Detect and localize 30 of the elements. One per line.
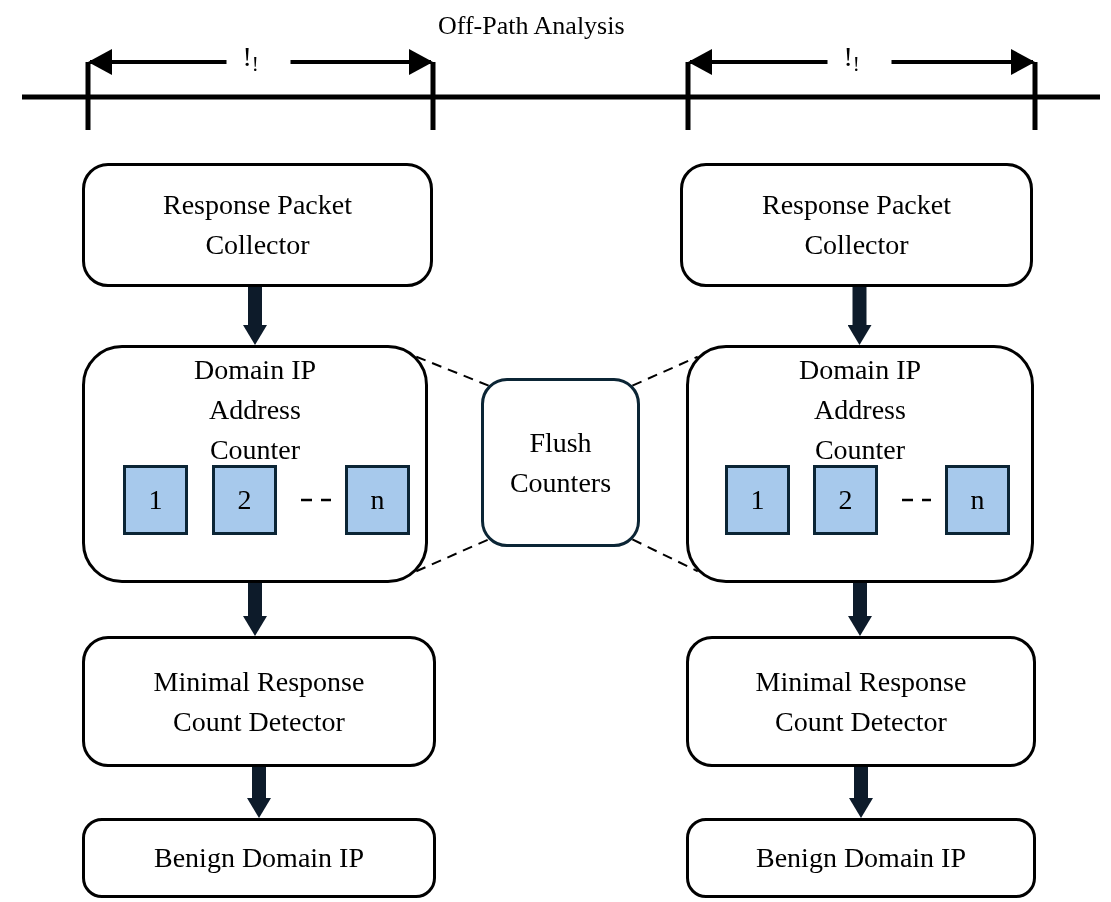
process-box: Benign Domain IP: [82, 818, 436, 898]
block-arrow: [848, 583, 872, 636]
counter-cell: 1: [123, 465, 188, 535]
process-box: [686, 345, 1034, 583]
block-arrow: [849, 767, 873, 818]
dashed-connector: [631, 538, 699, 573]
block-arrow: [243, 583, 267, 636]
process-box: Flush Counters: [481, 378, 640, 547]
box-title: Domain IP Address Counter: [192, 353, 318, 467]
dashed-connector: [631, 355, 699, 387]
dimension-label: !$_{!}$: [242, 42, 259, 72]
block-arrow: [847, 287, 872, 345]
process-box: Minimal Response Count Detector: [686, 636, 1036, 767]
process-box: Minimal Response Count Detector: [82, 636, 436, 767]
process-box: Response Packet Collector: [82, 163, 433, 287]
block-arrow: [243, 287, 267, 345]
counter-cell: 2: [212, 465, 277, 535]
counter-cell: n: [945, 465, 1010, 535]
counter-cell: 1: [725, 465, 790, 535]
process-box: [82, 345, 428, 583]
dashed-connector: [415, 355, 490, 387]
box-title: Domain IP Address Counter: [797, 353, 923, 467]
process-box: Response Packet Collector: [680, 163, 1033, 287]
dimension-label: !$_{!}$: [843, 42, 860, 72]
counter-cell: n: [345, 465, 410, 535]
counter-cell: 2: [813, 465, 878, 535]
process-box: Benign Domain IP: [686, 818, 1036, 898]
dashed-connector: [415, 538, 490, 573]
diagram-title: Off-Path Analysis: [438, 10, 625, 42]
block-arrow: [247, 767, 271, 818]
